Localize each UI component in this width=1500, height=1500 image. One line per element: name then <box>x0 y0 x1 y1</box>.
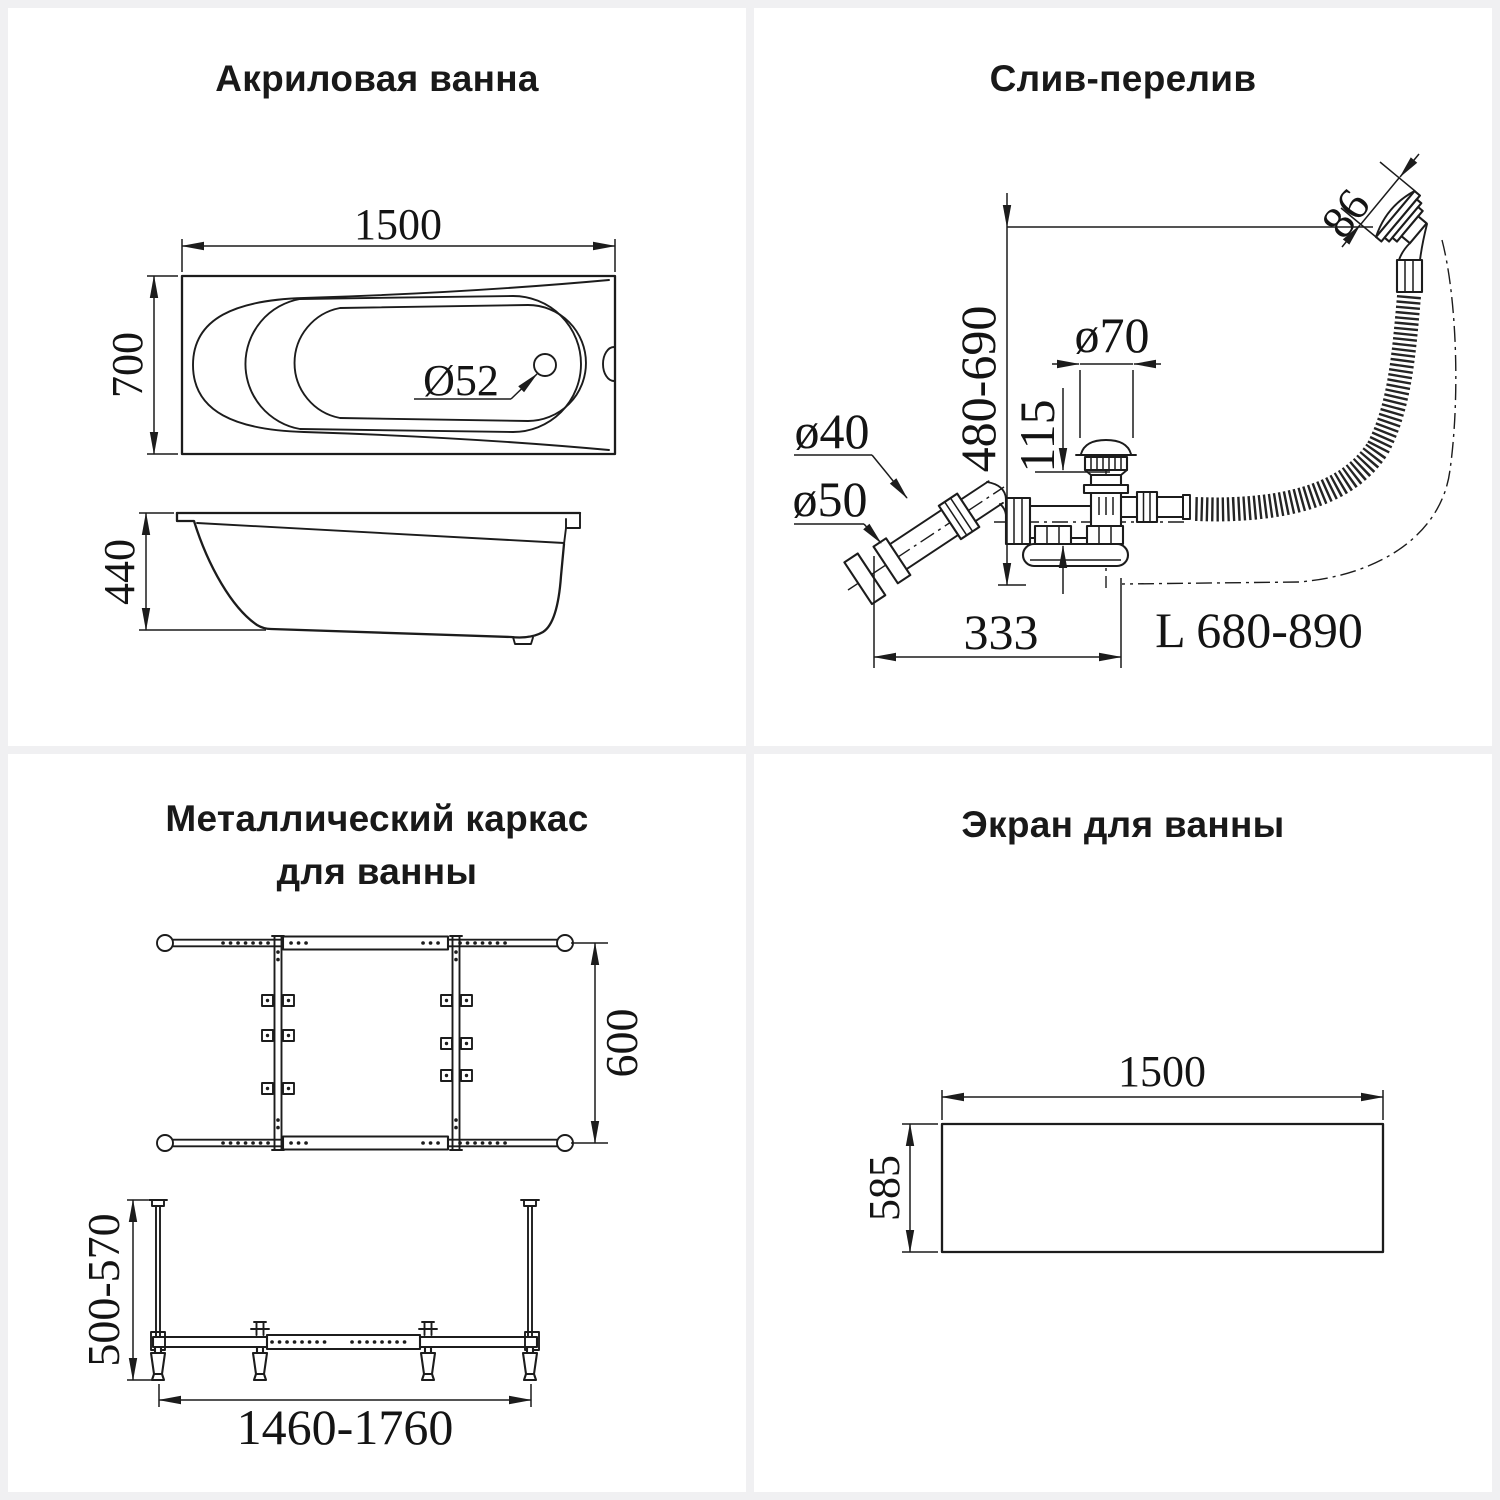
dim-screen-height: 585 <box>860 1123 938 1253</box>
dim-install-height: 480-690 <box>950 193 1373 586</box>
screen-drawing: 1500 585 <box>860 1047 1385 1254</box>
panel-drain-title: Слив-перелив <box>754 52 1492 105</box>
bottom-plate <box>1021 542 1130 568</box>
outlet-nut <box>1135 490 1159 524</box>
dim-screen-length: 1500 <box>941 1047 1384 1120</box>
panel-bathtub: Акриловая ванна Ø52 1500 <box>8 8 746 746</box>
drain-overflow-drawing: 86 480-690 ø70 <box>793 153 1457 668</box>
dim-valve-height: 115 <box>1009 388 1110 594</box>
frame-side-view <box>148 1199 540 1382</box>
dim-label-bathtub-height: 440 <box>95 539 144 605</box>
screen-title-text: Экран для ванны <box>961 804 1285 845</box>
dim-label-bathtub-length: 1500 <box>354 200 442 249</box>
dim-label-pipe40: ø40 <box>795 403 870 459</box>
dim-pipe40: ø40 <box>794 403 908 499</box>
dim-label-offset: 333 <box>964 604 1039 660</box>
bathtub-drawing: Ø52 1500 700 <box>95 200 617 645</box>
dim-frame-height: 500-570 <box>78 1199 164 1381</box>
dim-pipe50: ø50 <box>793 471 882 544</box>
frame-feet <box>149 1345 539 1382</box>
dim-bathtub-length: 1500 <box>181 200 616 272</box>
dim-label-frame-height: 500-570 <box>78 1213 129 1366</box>
dim-offset: 333 <box>873 556 1122 668</box>
dim-label-cap-diameter: ø70 <box>1075 307 1150 363</box>
panel-screen: Экран для ванны 1500 585 <box>754 754 1492 1492</box>
frame-title-line2: для ванны <box>276 851 478 892</box>
dim-label-frame-length: 1460-1760 <box>237 1399 454 1455</box>
dim-label-bathtub-width: 700 <box>103 332 152 398</box>
screen-outline <box>940 1122 1385 1254</box>
dim-cap-diameter: ø70 <box>1052 307 1161 438</box>
elbow-pipe <box>843 480 1093 606</box>
frame-tabs <box>261 994 473 1095</box>
dim-label-pipe50: ø50 <box>793 471 868 527</box>
bathtub-title-text: Акриловая ванна <box>215 58 539 99</box>
panel-bathtub-title: Акриловая ванна <box>8 52 746 105</box>
corrugated-hose <box>1192 294 1421 522</box>
bathtub-top-view <box>180 274 617 456</box>
dim-bathtub-drain: Ø52 <box>414 356 538 405</box>
panel-frame-title: Металлический каркас для ванны <box>8 792 746 898</box>
hose-reference-line <box>1121 239 1457 585</box>
frame-top-view <box>156 934 574 1152</box>
frame-title-line1: Металлический каркас <box>165 798 589 839</box>
bathtub-side-view <box>175 511 582 645</box>
panel-drain-overflow: Слив-перелив <box>754 8 1492 746</box>
drain-title-text: Слив-перелив <box>989 58 1257 99</box>
dim-label-install-height: 480-690 <box>950 306 1006 473</box>
dim-label-frame-depth: 600 <box>596 1009 647 1078</box>
panel-screen-title: Экран для ванны <box>754 798 1492 851</box>
panel-frame: Металлический каркас для ванны <box>8 754 746 1492</box>
dim-label-valve-height: 115 <box>1009 399 1065 472</box>
drain-hole <box>533 353 557 377</box>
dim-bathtub-height: 440 <box>95 512 266 631</box>
drain-valve <box>1021 439 1191 568</box>
dim-label-screen-height: 585 <box>860 1155 909 1221</box>
dim-label-bathtub-drain: Ø52 <box>423 356 499 405</box>
dim-bathtub-width: 700 <box>103 275 178 455</box>
drain-bump <box>512 636 534 645</box>
dim-label-overflow-cap: 86 <box>1311 179 1380 247</box>
frame-drawing: 600 <box>78 934 647 1455</box>
overflow-fitting <box>1374 189 1428 294</box>
dim-label-screen-length: 1500 <box>1118 1047 1206 1096</box>
dim-label-hose-length: L 680-890 <box>1155 602 1363 658</box>
overflow-notch <box>602 346 615 382</box>
dim-frame-length: 1460-1760 <box>158 1384 532 1455</box>
dim-frame-depth: 600 <box>571 942 647 1144</box>
